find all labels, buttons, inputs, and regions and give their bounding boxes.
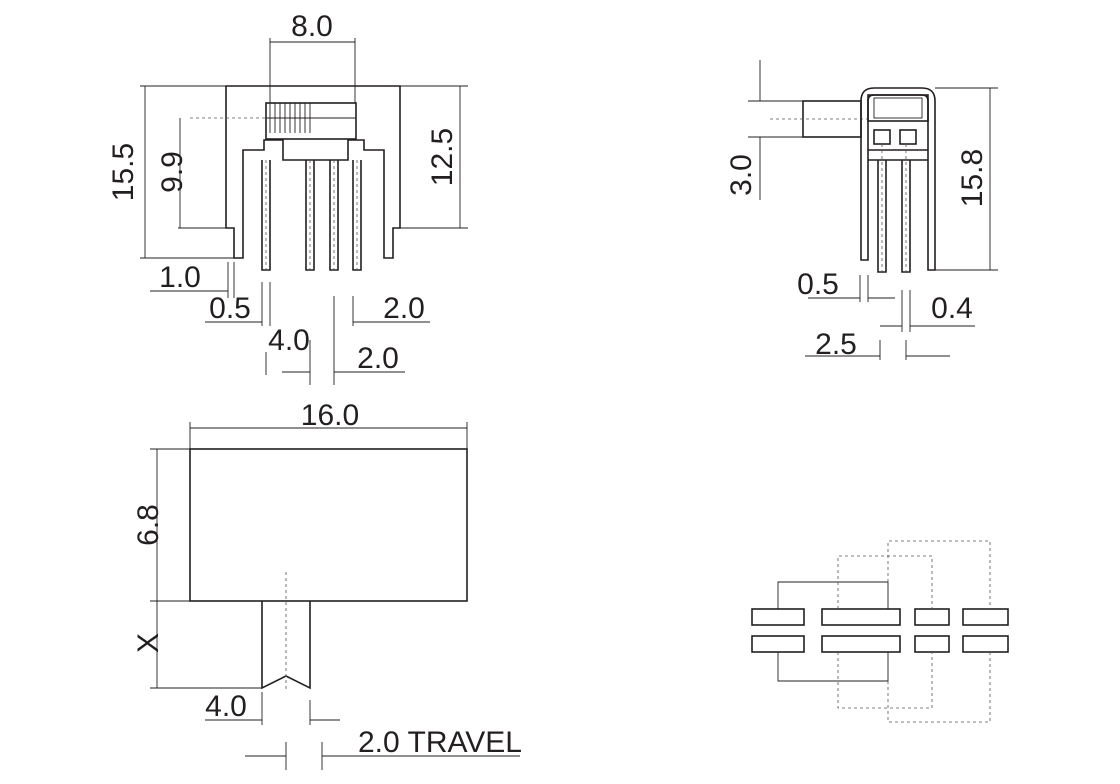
side-dimension-lines — [748, 60, 998, 360]
contact-pad — [962, 635, 1009, 653]
dim-front-width-top: 8.0 — [291, 10, 333, 43]
dim-side-height: 15.8 — [956, 149, 989, 207]
dim-side-pin-pitch: 2.5 — [815, 328, 857, 361]
side-view: 3.0 15.8 0.5 0.4 2.5 — [725, 60, 998, 361]
front-housing-outline — [225, 85, 401, 259]
circuit-solid-traces — [777, 581, 889, 682]
dim-side-pin-width: 0.5 — [797, 268, 839, 301]
side-terminal-left — [873, 129, 891, 145]
side-inner-housing — [867, 94, 929, 122]
top-housing — [189, 448, 468, 602]
circuit-dashed-traces — [837, 540, 991, 723]
dim-side-actuator: 3.0 — [725, 154, 758, 196]
top-view: 16.0 6.8 X 4.0 2.0 TRAVEL — [132, 399, 522, 770]
contact-pad — [751, 608, 805, 626]
contact-pad — [821, 635, 901, 653]
dim-front-pin-width: 0.5 — [209, 292, 251, 325]
dim-front-pin-offset: 1.0 — [159, 261, 201, 294]
dim-front-height-right: 12.5 — [426, 128, 459, 186]
dim-top-width: 16.0 — [301, 399, 359, 432]
dim-front-pitch-right: 2.0 — [383, 292, 425, 325]
front-slider-knob — [265, 102, 357, 140]
side-terminal-right — [899, 129, 917, 145]
front-pins — [261, 160, 362, 271]
dim-top-actuator-width: 4.0 — [205, 690, 247, 723]
front-pin-centerlines — [190, 117, 358, 270]
dim-front-pitch-small: 2.0 — [357, 342, 399, 375]
dim-front-height-total: 15.5 — [107, 143, 140, 201]
side-housing-window — [873, 97, 923, 119]
dim-top-actuator-length: X — [132, 633, 165, 653]
dim-side-pin-thickness: 0.4 — [931, 292, 973, 325]
contact-pad — [962, 608, 1009, 626]
front-view: 8.0 15.5 9.9 12.5 1.0 0.5 2.0 4.0 2.0 — [107, 10, 468, 385]
top-dimension-lines — [150, 422, 520, 770]
contact-pad — [914, 635, 950, 653]
circuit-schematic — [751, 540, 1009, 723]
contact-pad — [751, 635, 805, 653]
front-knob-ridges — [266, 103, 356, 133]
front-dimension-lines — [140, 38, 468, 385]
dim-front-pitch-center: 4.0 — [268, 324, 310, 357]
side-frame-outline — [860, 87, 936, 271]
dim-top-height: 6.8 — [132, 504, 165, 546]
dim-top-travel: 2.0 TRAVEL — [358, 726, 522, 759]
contact-pad — [821, 608, 901, 626]
dim-front-height-inner: 9.9 — [156, 151, 189, 193]
contact-pad — [914, 608, 950, 626]
